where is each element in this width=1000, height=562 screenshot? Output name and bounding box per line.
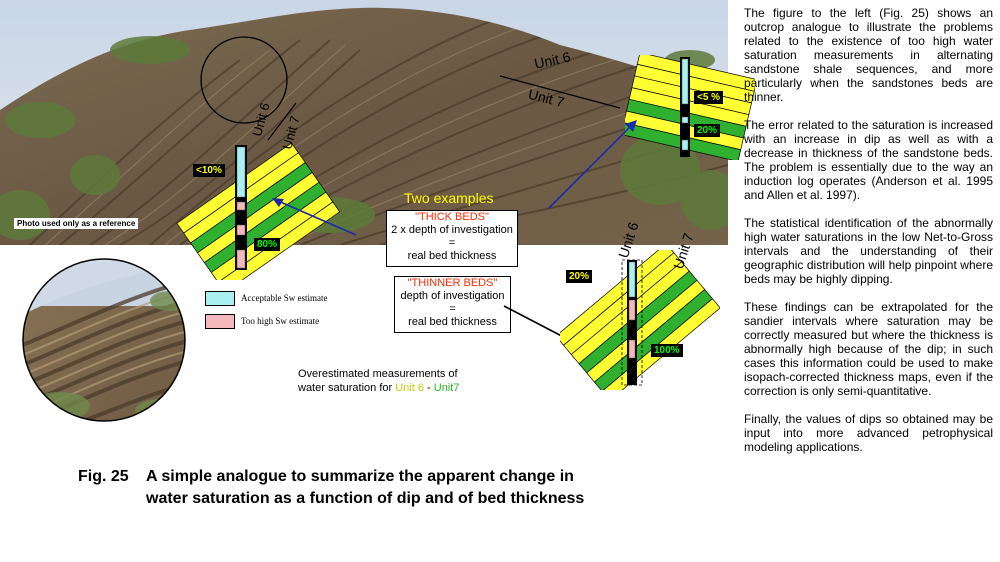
examples-title: Two examples: [404, 190, 494, 206]
thick-beds-title: "THICK BEDS": [415, 211, 489, 223]
left-bottom-pct: 80%: [254, 238, 281, 251]
overestimated-line2: water saturation for Unit 6 - Unit7: [298, 381, 459, 395]
thinner-beds-line2: =: [449, 303, 456, 315]
overestimated-sep: -: [423, 382, 434, 394]
thick-beds-box: "THICK BEDS" 2 x depth of investigation …: [386, 210, 518, 267]
thick-arrow-icon: [272, 198, 357, 236]
side-paragraph-2: The error related to the saturation is i…: [744, 118, 993, 202]
caption-line2: water saturation as a function of dip an…: [146, 490, 585, 507]
side-paragraph-4: These findings can be extrapolated for t…: [744, 300, 993, 398]
overestimated-unit7: Unit7: [433, 382, 460, 394]
photo-reference-note: Photo used only as a reference: [14, 218, 139, 229]
magnified-outcrop-inset: [20, 256, 188, 424]
thick-beds-line1: 2 x depth of investigation: [391, 224, 513, 236]
legend-too-high-label: Too high Sw estimate: [241, 316, 320, 326]
overestimated-unit6: Unit 6: [395, 382, 424, 394]
thinner-beds-box: "THINNER BEDS" depth of investigation = …: [394, 276, 511, 333]
figure-number: Fig. 25: [78, 468, 129, 485]
outcrop-photo: Photo used only as a reference: [0, 0, 728, 245]
thinner-beds-line1: depth of investigation: [400, 290, 505, 302]
side-text-column: The figure to the left (Fig. 25) shows a…: [744, 6, 993, 468]
side-paragraph-3: The statistical identification of the ab…: [744, 216, 993, 286]
bottom-right-top-pct: 20%: [566, 270, 593, 283]
bottom-right-bed-diagram: [555, 243, 721, 401]
figure-caption: Fig. 25 A simple analogue to summarize th…: [78, 466, 728, 510]
top-right-bed-diagram: [620, 52, 758, 162]
left-bed-diagram: [170, 120, 350, 293]
side-paragraph-5: Finally, the values of dips so obtained …: [744, 412, 993, 454]
caption-line1: A simple analogue to summarize the appar…: [146, 468, 574, 485]
overestimated-note: Overestimated measurements of water satu…: [298, 367, 459, 395]
thinner-beds-line3: real bed thickness: [408, 316, 497, 328]
overestimated-line1: Overestimated measurements of: [298, 368, 458, 380]
overestimated-prefix: water saturation for: [298, 382, 396, 394]
side-paragraph-1: The figure to the left (Fig. 25) shows a…: [744, 6, 993, 104]
top-right-arrow-icon: [548, 120, 637, 209]
bottom-right-bottom-pct: 100%: [651, 344, 683, 357]
thinner-beds-title: "THINNER BEDS": [407, 277, 498, 289]
legend-acceptable-label: Acceptable Sw estimate: [241, 293, 328, 303]
thick-beds-line2: =: [448, 237, 456, 249]
top-right-top-pct: <5 %: [694, 91, 724, 104]
left-top-pct: <10%: [193, 164, 225, 177]
top-right-bottom-pct: 20%: [694, 124, 721, 137]
legend-acceptable-swatch: [205, 291, 235, 306]
legend-too-high-swatch: [205, 314, 235, 329]
thick-beds-line3: real bed thickness: [407, 250, 497, 262]
